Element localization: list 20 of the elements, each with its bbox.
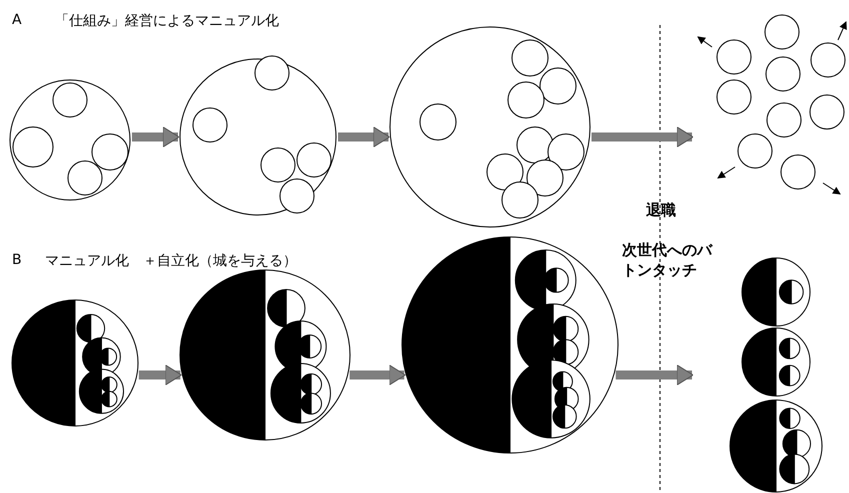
nested-half-circles-drawing xyxy=(730,400,822,492)
block-arrow xyxy=(138,364,182,386)
section-letter: A xyxy=(12,12,22,28)
circle-group-drawing xyxy=(180,56,336,216)
block-arrow xyxy=(350,364,406,386)
nested-half-circles-drawing xyxy=(742,328,810,396)
section-letter: B xyxy=(12,252,22,268)
section-title: マニュアル化 ＋自立化（城を与える） xyxy=(45,252,297,270)
annotation-text: 退職 xyxy=(646,200,676,220)
nested-half-circles-drawing xyxy=(402,236,618,454)
nested-half-circles-drawing xyxy=(180,270,350,440)
section-title: 「仕組み」経営によるマニュアル化 xyxy=(55,12,279,30)
block-arrow xyxy=(616,364,694,386)
block-arrow xyxy=(338,126,390,148)
nested-half-circles-drawing xyxy=(12,300,138,426)
block-arrow xyxy=(132,126,180,148)
block-arrow xyxy=(592,126,694,148)
nested-half-circles-drawing xyxy=(742,258,810,326)
circle-group-drawing xyxy=(390,26,590,228)
circle-group-drawing xyxy=(10,80,130,200)
